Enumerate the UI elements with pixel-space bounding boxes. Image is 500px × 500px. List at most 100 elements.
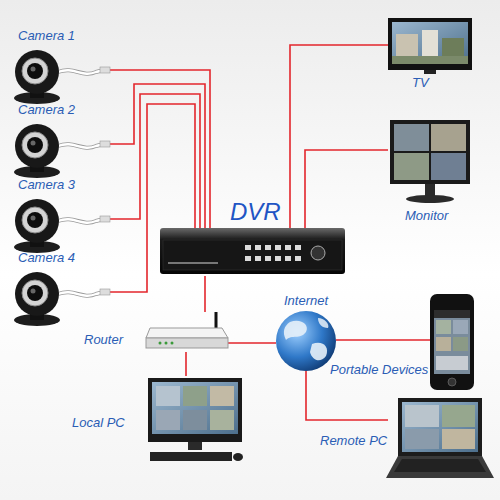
dvr-unit [160, 228, 345, 274]
device-label: Portable Devices [330, 362, 428, 377]
cable-line [110, 94, 200, 228]
illustration-part [388, 18, 472, 70]
cable-line [110, 84, 205, 228]
illustration-part [183, 410, 207, 430]
device-node: Portable Devices [430, 294, 474, 390]
illustration-part [255, 256, 261, 261]
illustration-part [390, 120, 470, 184]
illustration-part [171, 342, 174, 345]
illustration-part [245, 256, 251, 261]
illustration-part [405, 405, 439, 427]
illustration-part [150, 452, 232, 461]
device-label: Monitor [405, 208, 448, 223]
cable-line [228, 342, 276, 344]
illustration-part [215, 312, 218, 330]
illustration-part [295, 256, 301, 261]
device-label: Camera 1 [18, 28, 75, 43]
illustration-part [146, 338, 228, 348]
tv-icon [388, 18, 472, 74]
illustration-part [392, 56, 468, 64]
cable-line [185, 352, 187, 376]
desktop-pc-icon [148, 378, 243, 461]
camera-icon [14, 199, 110, 253]
phone-icon [430, 294, 474, 390]
illustration-part [386, 456, 494, 478]
cable-line [336, 339, 430, 341]
device-node: Camera 4 [12, 270, 110, 325]
illustration-part [431, 153, 466, 180]
illustration-part [295, 245, 301, 250]
illustration-part [436, 337, 451, 351]
illustration-part [183, 386, 207, 406]
illustration-part [188, 442, 202, 450]
device-label: Router [84, 332, 123, 347]
illustration-part [233, 453, 243, 461]
device-label: Camera 2 [18, 102, 75, 117]
illustration-part [406, 195, 454, 203]
device-node: DVR [160, 228, 345, 276]
illustration-part [442, 405, 475, 427]
illustration-part [285, 245, 291, 250]
illustration-part [159, 342, 162, 345]
illustration-part [405, 429, 439, 449]
illustration-part [265, 245, 271, 250]
illustration-part [265, 256, 271, 261]
illustration-part [160, 228, 345, 274]
globe-icon [276, 311, 336, 371]
illustration-part [453, 320, 468, 334]
illustration-part [165, 342, 168, 345]
device-label: Camera 3 [18, 177, 75, 192]
illustration-part [398, 398, 482, 456]
illustration-part [436, 356, 468, 370]
illustration-part [311, 246, 325, 260]
illustration-part [318, 318, 328, 328]
illustration-part [453, 337, 468, 351]
illustration-part [284, 321, 307, 340]
device-label: Remote PC [320, 433, 387, 448]
cable-line [290, 45, 388, 228]
cable-line [306, 371, 388, 420]
device-node: Monitor [388, 118, 472, 202]
illustration-part [422, 30, 438, 60]
device-node: Camera 1 [12, 48, 110, 103]
device-node: Remote PC [388, 396, 494, 480]
cable-line [204, 276, 206, 312]
device-label: Local PC [72, 415, 125, 430]
illustration-part [168, 262, 218, 264]
illustration-part [210, 410, 234, 430]
illustration-part [434, 310, 470, 374]
illustration-part [245, 245, 251, 250]
device-node: TV [388, 18, 472, 74]
illustration-part [163, 240, 342, 270]
illustration-part [394, 124, 429, 151]
camera-icon [14, 50, 110, 104]
illustration-part [434, 310, 470, 318]
illustration-part [285, 256, 291, 261]
camera-icon [14, 272, 110, 326]
device-node: Router [146, 312, 228, 352]
illustration-part [245, 245, 301, 261]
router-icon [146, 312, 228, 348]
illustration-part [448, 378, 456, 386]
device-node: Camera 3 [12, 197, 110, 252]
illustration-part [148, 378, 242, 442]
illustration-part [146, 328, 228, 338]
illustration-part [402, 402, 478, 452]
illustration-part [394, 459, 486, 472]
illustration-part [442, 429, 475, 449]
device-label: Camera 4 [18, 250, 75, 265]
device-node: Internet [276, 311, 336, 371]
illustration-part [310, 343, 327, 361]
illustration-part [156, 410, 180, 430]
device-node: Camera 2 [12, 122, 110, 177]
illustration-part [394, 153, 429, 180]
illustration-part [436, 320, 451, 334]
illustration-part [431, 124, 466, 151]
device-label: TV [412, 75, 429, 90]
illustration-part [275, 245, 281, 250]
illustration-part [159, 342, 174, 345]
illustration-part [275, 256, 281, 261]
illustration-part [424, 70, 436, 74]
cable-line [305, 150, 388, 228]
